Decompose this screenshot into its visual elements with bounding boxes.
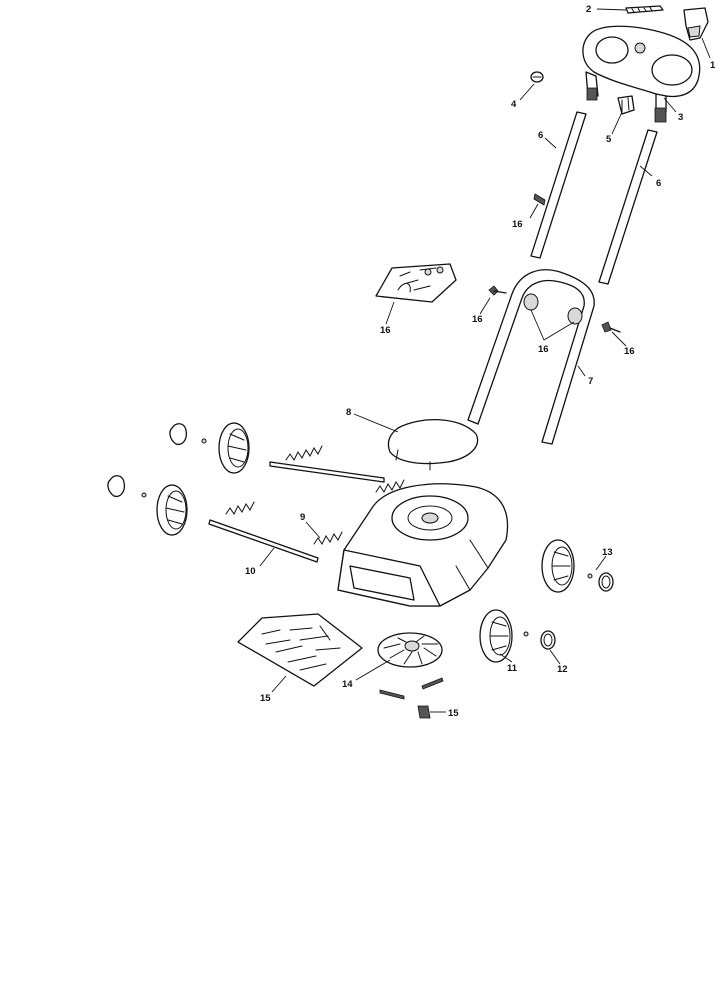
part-8-flap	[387, 419, 479, 471]
spring-upper-right	[375, 479, 405, 493]
callout-4: 4	[511, 99, 517, 110]
callout-15-bag: 15	[260, 693, 271, 704]
callout-13: 13	[602, 547, 613, 558]
part-6-tube-right	[598, 129, 658, 285]
callout-16-side: 16	[624, 346, 635, 357]
spring-lower-left	[225, 501, 255, 515]
part-16-bolt	[488, 285, 507, 296]
spring-upper-left	[285, 445, 323, 461]
callout-14: 14	[342, 679, 353, 690]
callout-15-nut: 15	[448, 708, 459, 719]
part-3-upper-handle	[582, 25, 701, 123]
callout-1: 1	[710, 60, 716, 71]
part-6-tube-left	[530, 111, 587, 259]
rear-wheel-lower	[107, 475, 188, 536]
part-16-screw-tube	[533, 193, 546, 206]
callouts: 2 1 3 4 5 6 6 16 16 16 16 16 7 8 9 10 13…	[245, 4, 716, 719]
part-13-cap	[598, 572, 614, 592]
part-15-nut	[417, 705, 431, 719]
front-wheel-right	[541, 539, 575, 593]
axle-upper	[269, 461, 385, 483]
part-10-axle	[208, 519, 319, 563]
part-4-knob	[530, 71, 544, 83]
callout-6-left: 6	[538, 130, 543, 141]
part-16-hardware-bag	[375, 263, 457, 303]
leader-lines	[259, 8, 711, 713]
part-7-lower-handle	[467, 269, 595, 445]
callout-3: 3	[678, 112, 683, 123]
callout-16-bag: 16	[380, 325, 391, 336]
callout-8: 8	[346, 407, 351, 418]
callout-16-bolt: 16	[472, 314, 483, 325]
part-5-clip	[617, 95, 635, 115]
callout-6-right: 6	[656, 178, 661, 189]
part-9-spring	[313, 531, 343, 545]
part-16-side-bolt	[601, 321, 621, 333]
part-15-hardware-bag	[237, 613, 363, 687]
callout-16-caps: 16	[538, 344, 549, 355]
mower-deck	[337, 483, 509, 607]
screw-right	[421, 677, 444, 690]
rear-wheel-upper	[169, 422, 250, 474]
part-2-cable-clip	[625, 5, 664, 14]
callout-16-tube: 16	[512, 219, 523, 230]
callout-9: 9	[300, 512, 305, 523]
callout-2: 2	[586, 4, 591, 15]
part-1-switch-box	[683, 7, 709, 41]
part-11-wheel	[479, 609, 529, 663]
callout-11: 11	[507, 663, 518, 674]
callout-7: 7	[588, 376, 593, 387]
callout-10: 10	[245, 566, 256, 577]
callout-12: 12	[557, 664, 568, 675]
part-14-blade	[377, 632, 443, 668]
callout-5: 5	[606, 134, 612, 145]
screw-left	[379, 689, 405, 700]
part-12-cap	[540, 630, 556, 650]
part-13-washer	[587, 573, 593, 579]
